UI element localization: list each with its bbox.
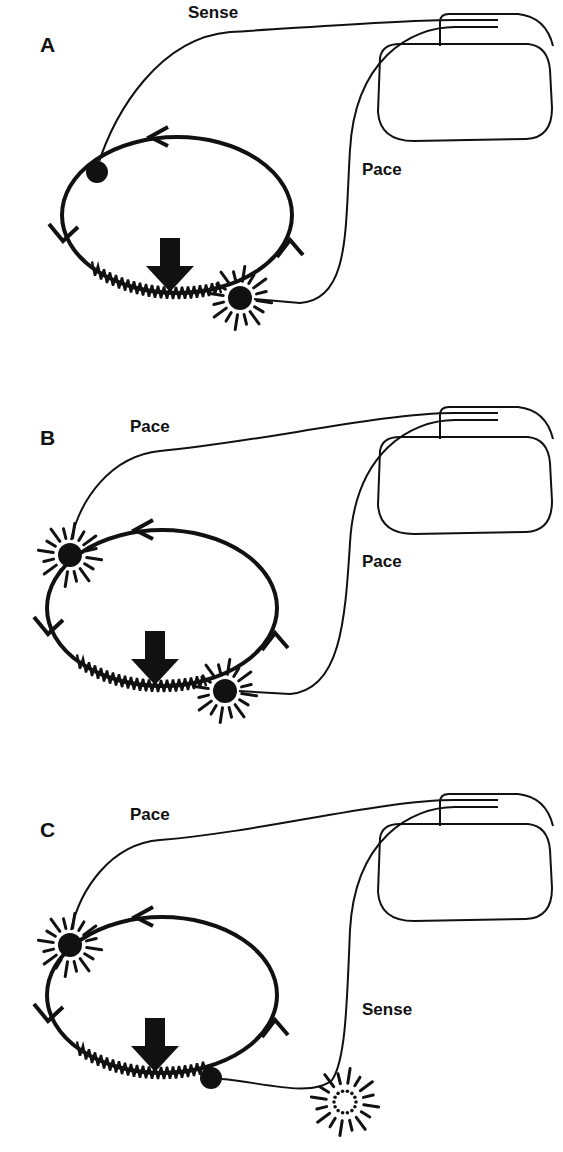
pace-lead	[254, 27, 455, 303]
pace-lead	[239, 420, 455, 694]
lead-label: Sense	[362, 1000, 412, 1020]
sense-lead	[222, 807, 455, 1088]
lead-label: Pace	[130, 805, 170, 825]
pacing-burst	[208, 266, 271, 329]
lead-label: Pace	[362, 160, 402, 180]
lead-label: Pace	[362, 552, 402, 572]
panel-letter: B	[40, 426, 55, 450]
panel-letter: A	[40, 33, 55, 57]
pacemaker-device	[378, 14, 553, 141]
pace-lead	[71, 413, 455, 540]
pacemaker-device	[378, 407, 553, 534]
sense-lead	[97, 20, 455, 168]
lead-label: Pace	[130, 417, 170, 437]
sense-electrode	[86, 161, 108, 183]
pacing-burst	[38, 913, 101, 976]
lead-label: Sense	[188, 3, 238, 23]
sense-electrode	[200, 1067, 222, 1089]
panel-c	[34, 794, 553, 1136]
panel-b	[34, 407, 553, 723]
reentry-circuit	[34, 907, 288, 1079]
pacemaker-device	[378, 794, 553, 921]
pace-lead	[71, 800, 455, 930]
pacing-burst	[193, 659, 256, 722]
panel-a	[49, 14, 553, 330]
pacing-burst	[38, 523, 101, 586]
panel-letter: C	[40, 818, 55, 842]
reentry-circuit	[49, 127, 303, 299]
reentry-circuit	[34, 520, 288, 692]
sensed-activation	[311, 1068, 378, 1135]
